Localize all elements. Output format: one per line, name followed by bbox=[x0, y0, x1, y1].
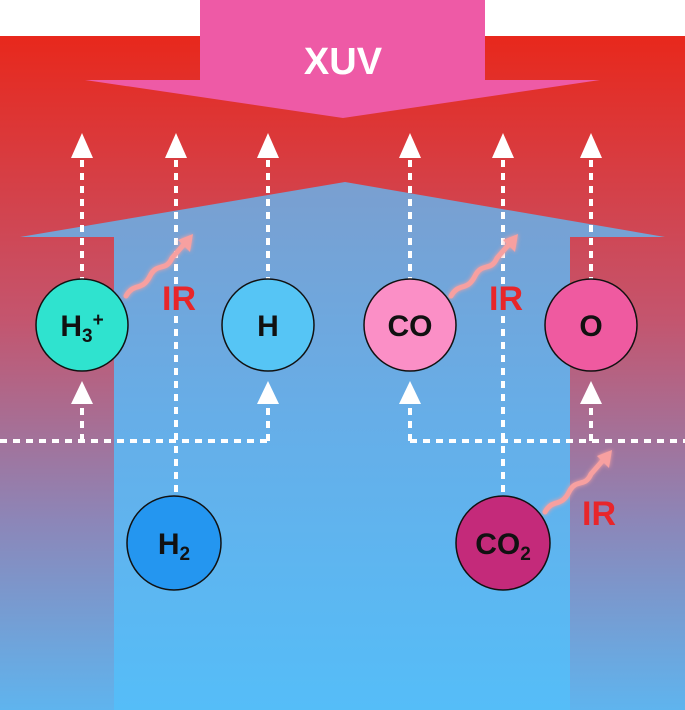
dashed-paths bbox=[0, 160, 685, 500]
ir-wave-heads bbox=[178, 234, 612, 468]
ir-label-3: IR bbox=[582, 495, 616, 533]
xuv-label: XUV bbox=[304, 41, 383, 83]
ir-waves bbox=[123, 239, 608, 515]
arrowhead-top-2 bbox=[165, 133, 187, 158]
arrowhead-top-6 bbox=[580, 133, 602, 158]
arrowhead-mid-2 bbox=[257, 381, 279, 404]
ir-label-2: IR bbox=[489, 280, 523, 318]
svg-text:H: H bbox=[257, 310, 279, 343]
svg-text:H2: H2 bbox=[158, 528, 190, 565]
arrowhead-top-4 bbox=[399, 133, 421, 158]
arrowhead-top-5 bbox=[492, 133, 514, 158]
svg-text:CO: CO bbox=[388, 310, 433, 343]
blue-up-arrow bbox=[20, 182, 665, 710]
arrowheads bbox=[71, 133, 602, 404]
ir-wave-3 bbox=[542, 455, 608, 515]
xuv-arrow bbox=[85, 0, 600, 118]
ir-wave-2 bbox=[448, 239, 514, 299]
svg-text:H3+: H3+ bbox=[60, 310, 103, 347]
arrowhead-top-3 bbox=[257, 133, 279, 158]
molecule-co2: CO2 bbox=[455, 495, 551, 591]
svg-text:O: O bbox=[579, 310, 602, 343]
svg-text:CO2: CO2 bbox=[475, 528, 531, 565]
arrowhead-mid-3 bbox=[399, 381, 421, 404]
molecule-o: O bbox=[544, 278, 638, 372]
molecule-h3plus: H3+ bbox=[35, 278, 129, 372]
arrowhead-top-1 bbox=[71, 133, 93, 158]
ir-label-1: IR bbox=[162, 280, 196, 318]
ir-wave-1 bbox=[123, 239, 189, 299]
molecule-h: H bbox=[221, 278, 315, 372]
arrowhead-mid-4 bbox=[580, 381, 602, 404]
arrowhead-mid-1 bbox=[71, 381, 93, 404]
molecule-co: CO bbox=[363, 278, 457, 372]
molecule-h2: H2 bbox=[126, 495, 222, 591]
